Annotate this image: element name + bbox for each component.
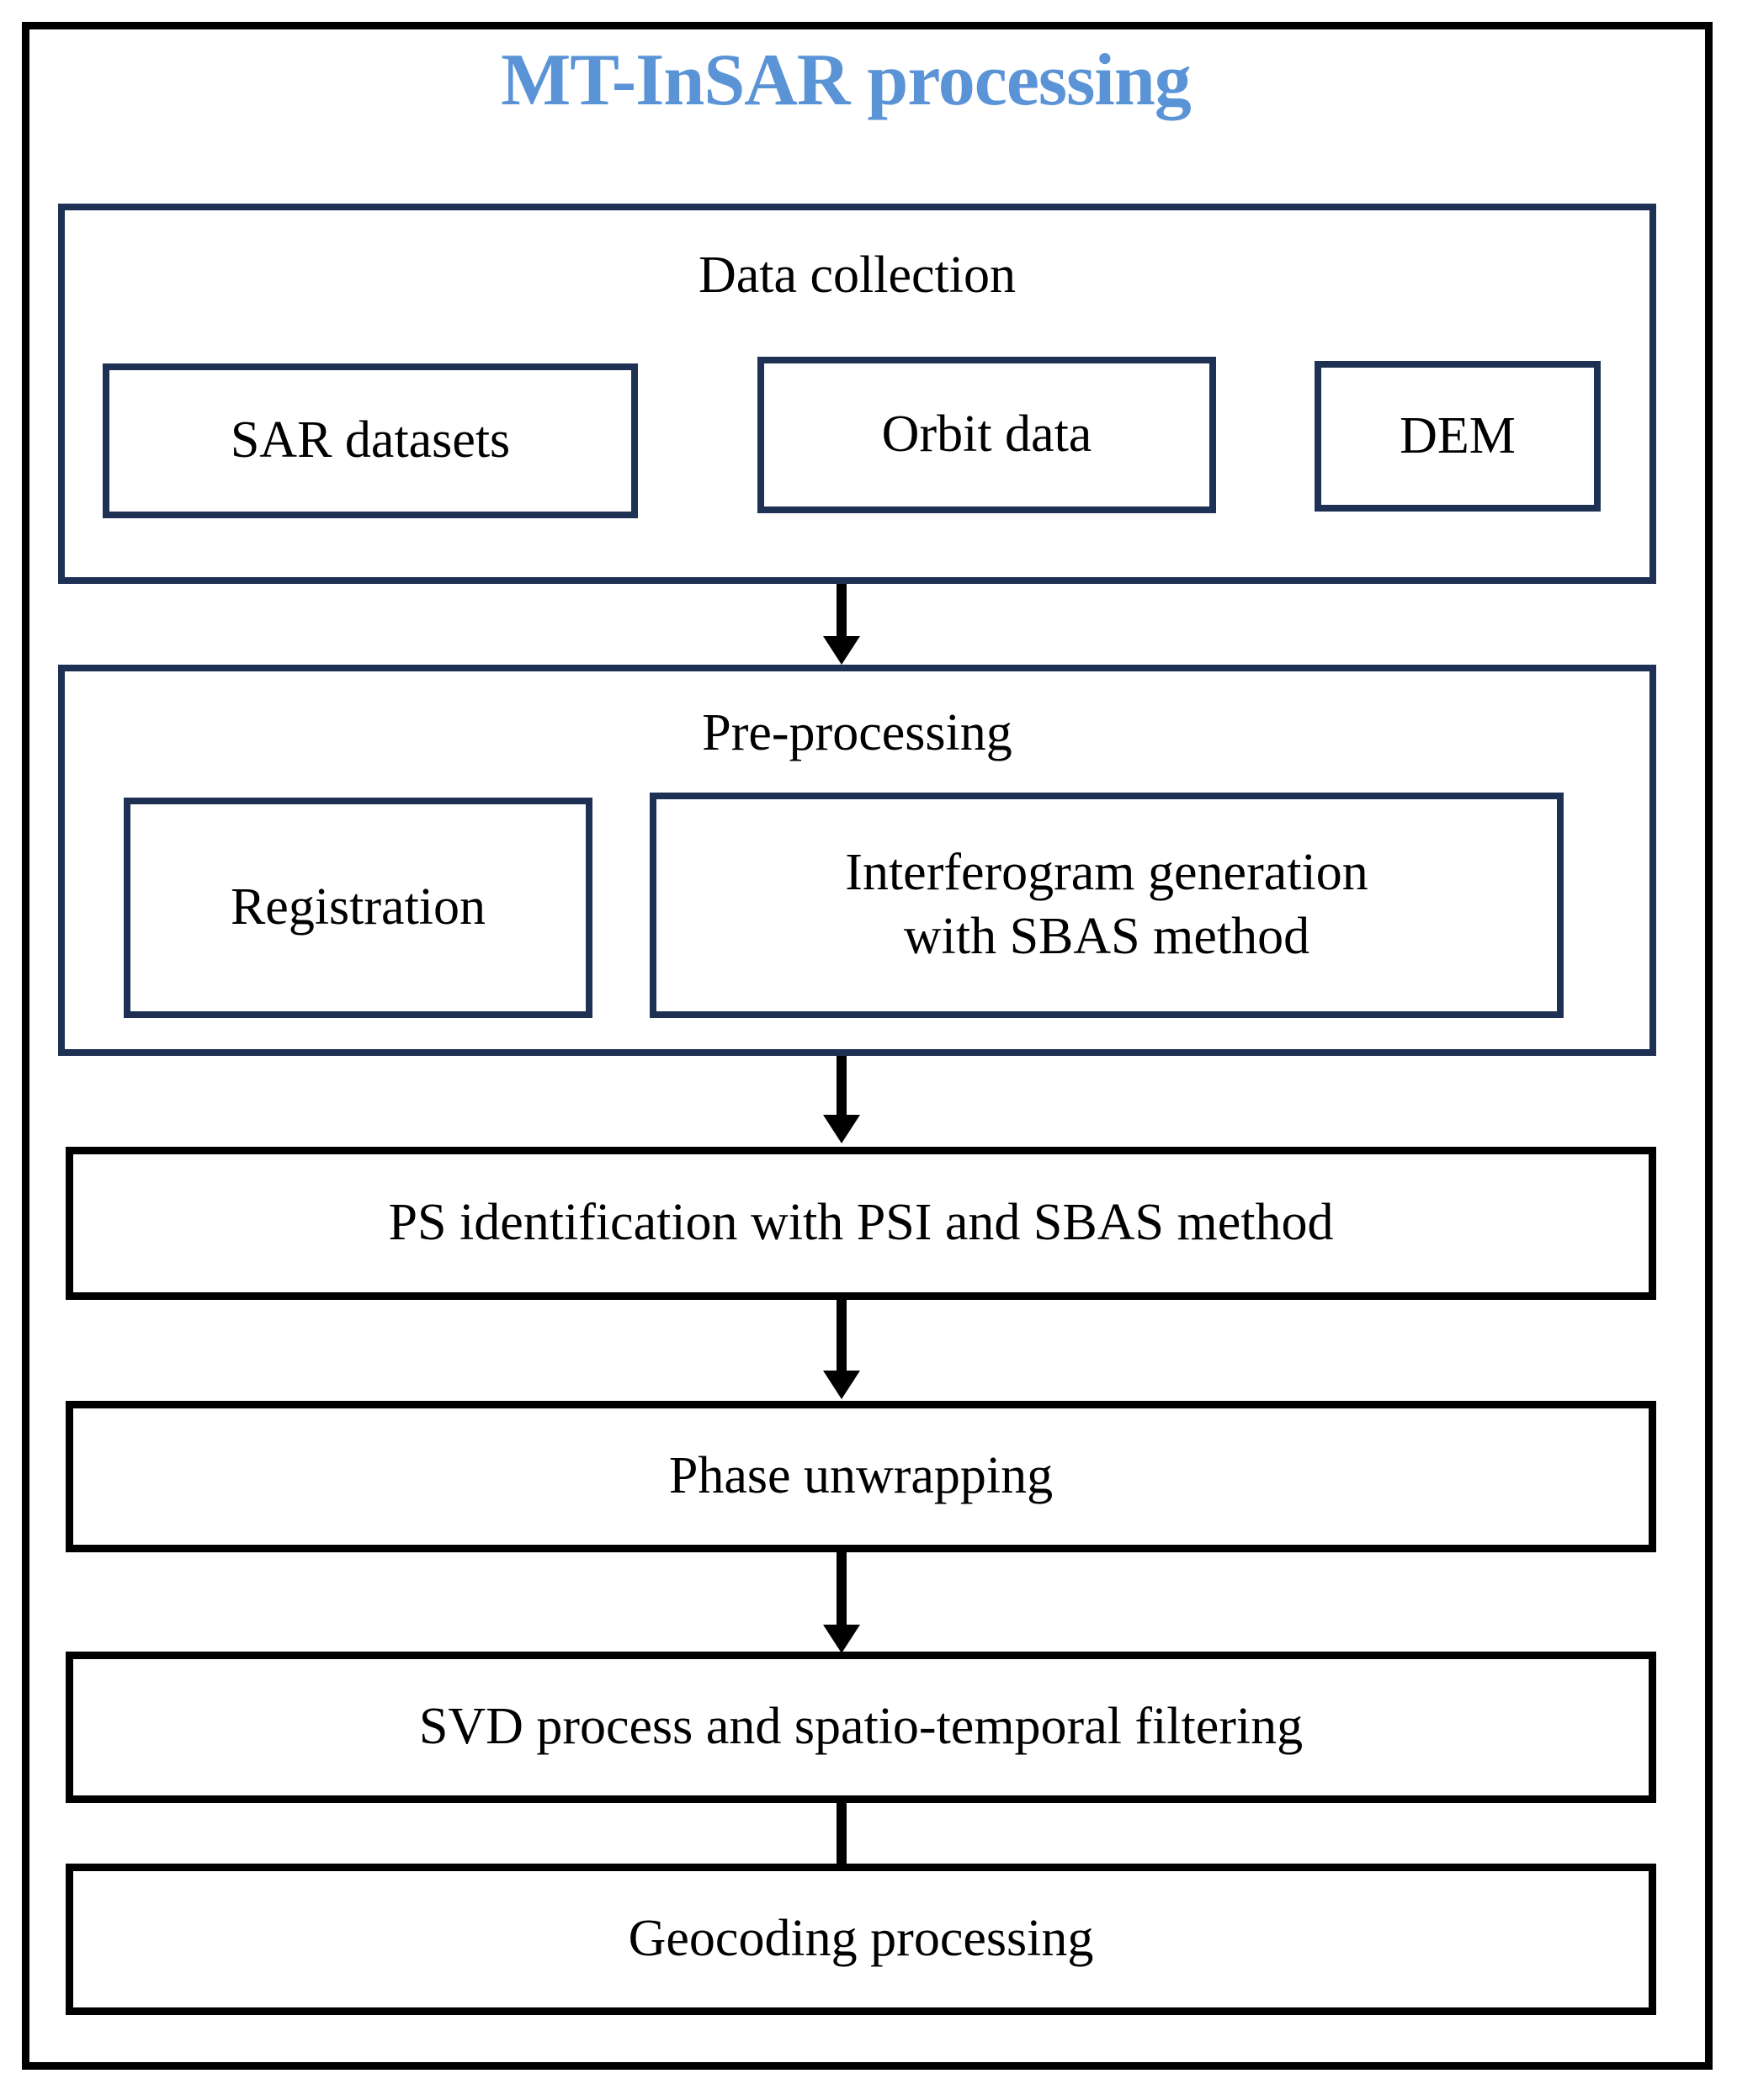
group-data-collection-label: Data collection [699, 247, 1016, 304]
node-dem[interactable]: DEM [1315, 361, 1601, 512]
node-orbit-data-label: Orbit data [881, 406, 1092, 464]
node-svd-process-label: SVD process and spatio-temporal filterin… [418, 1698, 1304, 1756]
arrow-data-collection-to-pre-processing-head [823, 636, 860, 665]
node-svd-process[interactable]: SVD process and spatio-temporal filterin… [66, 1652, 1656, 1803]
arrow-ps-identification-to-phase-unwrapping-head [823, 1371, 860, 1399]
node-orbit-data[interactable]: Orbit data [757, 357, 1216, 513]
page-title: MT-InSAR processing [501, 40, 1192, 121]
node-phase-unwrapping[interactable]: Phase unwrapping [66, 1401, 1656, 1552]
node-interferogram-generation-label: Interferogram generation with SBAS metho… [837, 841, 1376, 968]
node-ps-identification[interactable]: PS identification with PSI and SBAS meth… [66, 1147, 1656, 1300]
arrow-pre-processing-to-ps-identification-head [823, 1115, 860, 1143]
node-geocoding-processing-label: Geocoding processing [628, 1910, 1094, 1968]
node-interferogram-generation[interactable]: Interferogram generation with SBAS metho… [650, 793, 1564, 1018]
arrow-svd-process-to-geocoding [837, 1803, 847, 1877]
node-sar-datasets[interactable]: SAR datasets [103, 363, 638, 518]
node-registration-label: Registration [230, 878, 486, 936]
arrow-ps-identification-to-phase-unwrapping [837, 1300, 847, 1376]
arrow-pre-processing-to-ps-identification [837, 1056, 847, 1120]
arrow-phase-unwrapping-to-svd-process [837, 1552, 847, 1630]
node-sar-datasets-label: SAR datasets [230, 411, 511, 469]
node-interferogram-generation-line1: Interferogram generation [845, 844, 1368, 902]
node-interferogram-generation-line2: with SBAS method [903, 908, 1310, 965]
node-phase-unwrapping-label: Phase unwrapping [668, 1447, 1054, 1505]
arrow-phase-unwrapping-to-svd-process-head [823, 1625, 860, 1653]
node-geocoding-processing[interactable]: Geocoding processing [66, 1864, 1656, 2015]
node-dem-label: DEM [1400, 406, 1516, 464]
node-registration[interactable]: Registration [124, 798, 592, 1018]
node-ps-identification-label: PS identification with PSI and SBAS meth… [388, 1194, 1334, 1252]
arrow-data-collection-to-pre-processing [837, 584, 847, 643]
group-pre-processing-label: Pre-processing [702, 704, 1012, 761]
